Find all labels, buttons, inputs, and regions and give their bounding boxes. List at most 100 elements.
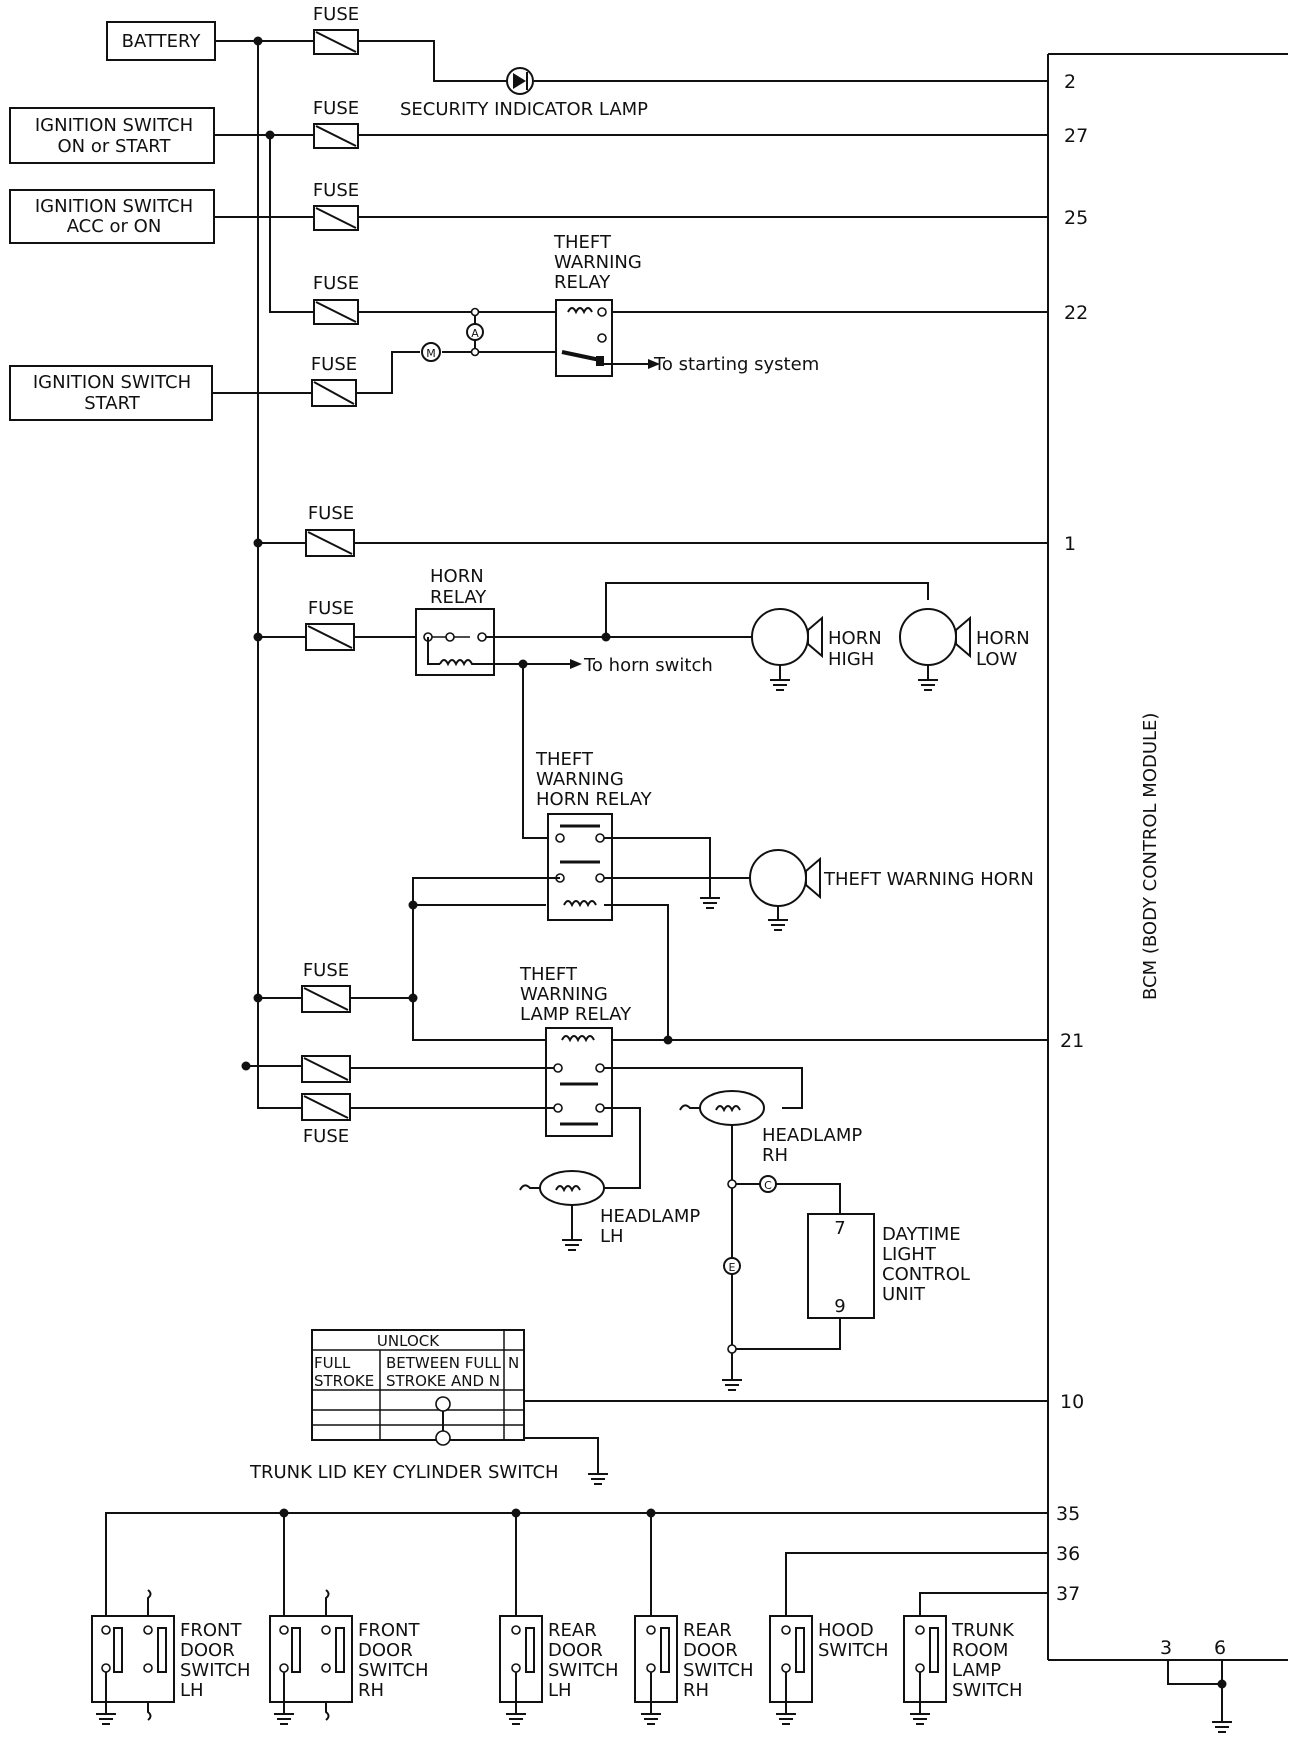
horn-high-label: HORN HIGH [828, 628, 882, 670]
svg-text:LOW: LOW [976, 649, 1018, 670]
svg-text:FUSE: FUSE [308, 598, 354, 619]
svg-text:10: 10 [1060, 1391, 1084, 1413]
svg-text:FRONT: FRONT [180, 1620, 242, 1641]
svg-text:1: 1 [1064, 533, 1076, 555]
theft-warning-horn-label: THEFT WARNING HORN [823, 869, 1034, 890]
svg-text:FUSE: FUSE [311, 354, 357, 375]
svg-text:STROKE AND N: STROKE AND N [386, 1372, 500, 1390]
svg-text:ACC or ON: ACC or ON [67, 216, 162, 237]
theft-warning-lamp-relay [545, 1027, 613, 1137]
fuse-ign-acc-on [313, 205, 359, 231]
connector-marker-c: C [759, 1175, 777, 1193]
svg-text:DOOR: DOOR [548, 1640, 603, 1661]
bcm-label: BCM (BODY CONTROL MODULE) [1140, 713, 1161, 1000]
fuse-relay [313, 299, 359, 325]
bcm-module [1047, 53, 1288, 1661]
svg-text:N: N [508, 1354, 519, 1372]
horn-low-label: HORN LOW [976, 628, 1030, 670]
front-door-switch-rh [269, 1589, 353, 1725]
svg-text:LIGHT: LIGHT [882, 1244, 937, 1265]
theft-warning-horn-relay-label: THEFT WARNING HORN RELAY [535, 749, 653, 810]
svg-text:DOOR: DOOR [683, 1640, 738, 1661]
svg-text:DOOR: DOOR [358, 1640, 413, 1661]
horn-relay-label: HORN RELAY [430, 566, 487, 608]
security-indicator-lamp [506, 67, 534, 95]
svg-text:START: START [84, 393, 141, 414]
theft-warning-horn [749, 849, 821, 931]
bcm-ground [1167, 1660, 1232, 1733]
svg-text:21: 21 [1060, 1030, 1084, 1052]
hood-switch-label: HOOD SWITCH [818, 1620, 889, 1661]
svg-text:M: M [426, 347, 436, 360]
ignition-on-start-source: IGNITION SWITCH ON or START [9, 107, 215, 164]
fuse-headlamp-2 [301, 1093, 351, 1121]
fuse-battery [313, 29, 359, 55]
svg-text:37: 37 [1056, 1583, 1080, 1605]
front-door-switch-rh-label: FRONT DOOR SWITCH RH [358, 1620, 429, 1701]
theft-warning-horn-relay [547, 813, 613, 921]
svg-text:RH: RH [762, 1145, 788, 1166]
svg-text:E: E [729, 1261, 736, 1274]
connector-marker-a: A [466, 307, 484, 357]
svg-text:SWITCH: SWITCH [952, 1680, 1023, 1701]
ignition-start-source: IGNITION SWITCH START [9, 365, 213, 421]
svg-text:HEADLAMP: HEADLAMP [600, 1206, 700, 1227]
svg-text:LH: LH [600, 1226, 624, 1247]
fuse-ign-on-start [313, 123, 359, 149]
bcm-pins: 2 27 25 22 1 21 10 35 36 37 3 6 [1056, 71, 1226, 1659]
rear-door-switch-lh-label: REAR DOOR SWITCH LH [548, 1620, 619, 1701]
svg-text:RELAY: RELAY [554, 272, 611, 293]
svg-text:LH: LH [548, 1680, 572, 1701]
headlamp-rh [679, 1090, 765, 1182]
svg-text:IGNITION SWITCH: IGNITION SWITCH [35, 115, 193, 136]
svg-text:SWITCH: SWITCH [358, 1660, 429, 1681]
fuse-theft-lamp [301, 985, 351, 1013]
rear-door-switch-rh [634, 1615, 678, 1725]
svg-text:THEFT: THEFT [535, 749, 594, 770]
svg-text:HORN RELAY: HORN RELAY [536, 789, 653, 810]
svg-text:HIGH: HIGH [828, 649, 874, 670]
svg-text:DAYTIME: DAYTIME [882, 1224, 961, 1245]
theft-warning-relay-label: THEFT WARNING RELAY [553, 232, 642, 293]
svg-text:REAR: REAR [548, 1620, 597, 1641]
svg-text:25: 25 [1064, 207, 1088, 229]
svg-text:FUSE: FUSE [313, 4, 359, 25]
fuse-bcm-1 [305, 529, 355, 557]
svg-text:LAMP: LAMP [952, 1660, 1001, 1681]
theft-warning-relay [555, 299, 660, 377]
svg-text:HORN: HORN [976, 628, 1030, 649]
fuse-labels: FUSE FUSE FUSE FUSE FUSE FUSE FUSE FUSE … [303, 4, 359, 1147]
svg-text:SWITCH: SWITCH [818, 1640, 889, 1661]
security-lamp-label: SECURITY INDICATOR LAMP [400, 99, 648, 120]
fuses [301, 29, 359, 1121]
svg-text:THEFT: THEFT [553, 232, 612, 253]
svg-text:27: 27 [1064, 125, 1088, 147]
trunk-room-lamp-switch-label: TRUNK ROOM LAMP SWITCH [951, 1620, 1023, 1701]
fuse-ign-start [311, 379, 357, 407]
battery-label: BATTERY [122, 31, 202, 52]
theft-warning-lamp-relay-label: THEFT WARNING LAMP RELAY [519, 964, 632, 1025]
rear-door-switch-rh-label: REAR DOOR SWITCH RH [683, 1620, 754, 1701]
svg-text:UNLOCK: UNLOCK [377, 1332, 440, 1350]
svg-text:TRUNK: TRUNK [951, 1620, 1015, 1641]
svg-text:LAMP RELAY: LAMP RELAY [520, 1004, 632, 1025]
svg-text:STROKE: STROKE [314, 1372, 374, 1390]
svg-text:FULL: FULL [314, 1354, 351, 1372]
svg-text:RELAY: RELAY [430, 587, 487, 608]
daytime-light-control-unit-label: DAYTIME LIGHT CONTROL UNIT [882, 1224, 970, 1305]
junction-dots [241, 36, 673, 1518]
svg-text:9: 9 [834, 1296, 845, 1317]
svg-text:HOOD: HOOD [818, 1620, 874, 1641]
svg-text:RH: RH [358, 1680, 384, 1701]
headlamp-rh-label: HEADLAMP RH [762, 1125, 862, 1166]
daytime-light-control-unit: 7 9 [807, 1213, 875, 1319]
svg-text:IGNITION SWITCH: IGNITION SWITCH [35, 196, 193, 217]
fuse-horn [305, 623, 355, 651]
to-horn-switch: To horn switch [583, 655, 713, 676]
trunk-lid-key-switch-label: TRUNK LID KEY CYLINDER SWITCH [249, 1462, 559, 1483]
svg-text:DOOR: DOOR [180, 1640, 235, 1661]
svg-text:SWITCH: SWITCH [180, 1660, 251, 1681]
svg-text:35: 35 [1056, 1503, 1080, 1525]
svg-text:C: C [764, 1179, 772, 1192]
rear-door-switch-lh [499, 1615, 543, 1725]
